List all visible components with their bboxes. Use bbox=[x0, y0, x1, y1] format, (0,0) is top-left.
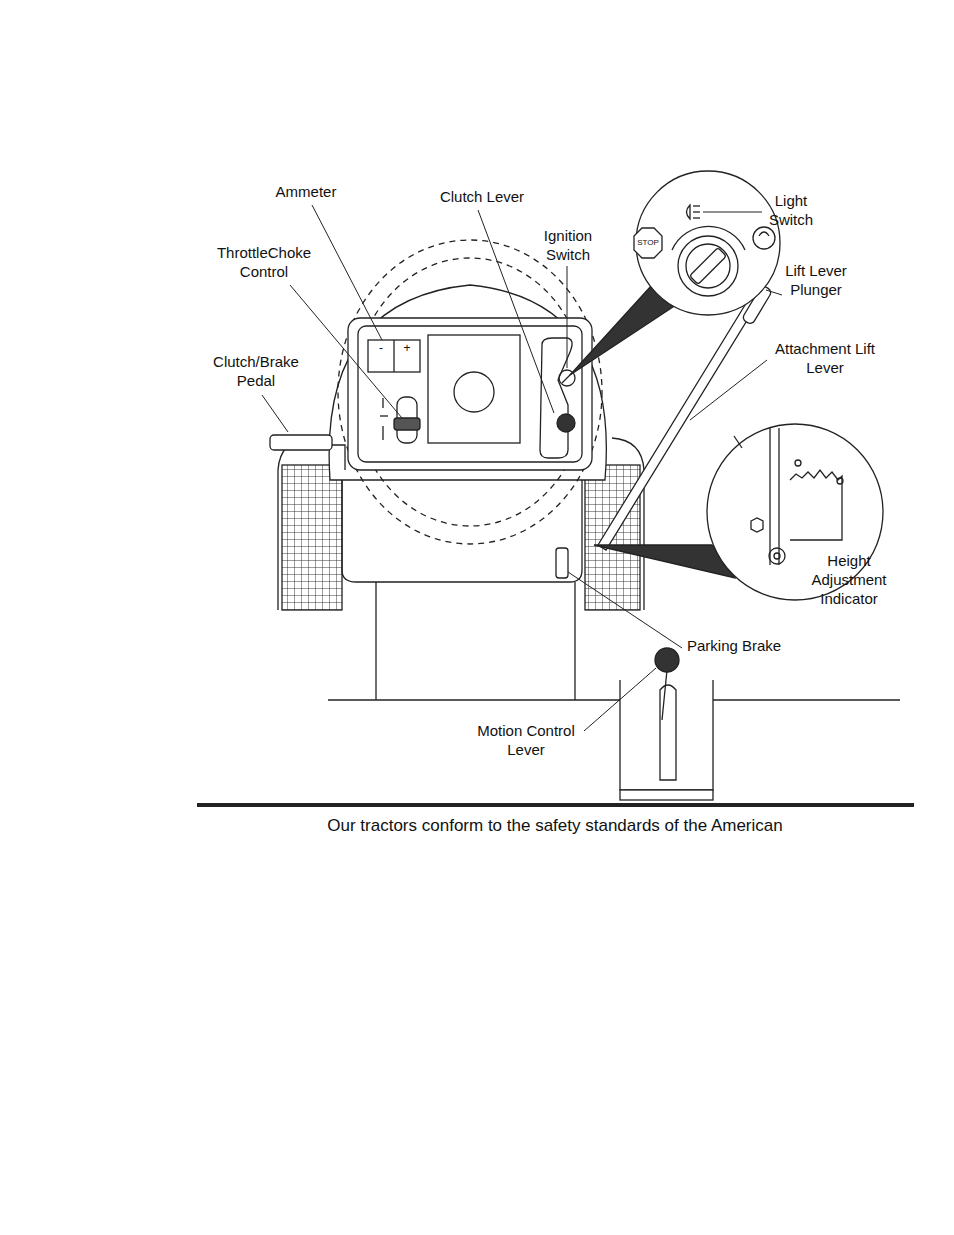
tractor-body bbox=[270, 240, 900, 800]
part-label: Lift Lever Plunger bbox=[774, 261, 858, 299]
caption: Our tractors conform to the safety stand… bbox=[327, 816, 782, 836]
part-label: Height Adjustment Indicator bbox=[801, 551, 897, 608]
rule-line bbox=[197, 803, 914, 807]
part-label: ThrottleChoke Control bbox=[203, 243, 325, 281]
light-switch-callout bbox=[570, 171, 780, 375]
switch-symbol-text: STOP bbox=[633, 238, 663, 248]
part-label: Parking Brake bbox=[687, 636, 807, 655]
part-label: Attachment Lift Lever bbox=[764, 339, 886, 377]
part-label: Light Switch bbox=[761, 191, 821, 229]
part-label: Ammeter bbox=[261, 182, 351, 201]
part-label: Ignition Switch bbox=[530, 226, 606, 264]
meter-sign: - bbox=[375, 341, 387, 355]
meter-sign: + bbox=[401, 341, 413, 355]
part-label: Clutch/Brake Pedal bbox=[204, 352, 308, 390]
part-label: Motion Control Lever bbox=[467, 721, 585, 759]
part-label: Clutch Lever bbox=[427, 187, 537, 206]
